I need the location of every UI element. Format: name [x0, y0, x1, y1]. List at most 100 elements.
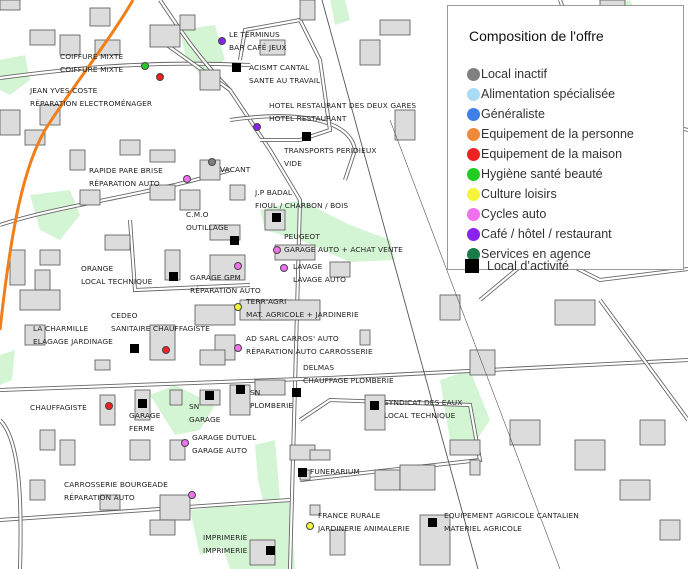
local-activite-marker[interactable] — [230, 236, 239, 245]
legend-item: Equipement de la personne — [467, 124, 634, 144]
place-activity: RÉPARATION AUTO — [190, 285, 261, 295]
place-name: SYNDICAT DES EAUX — [384, 398, 463, 407]
place-activity: LOCAL TECHNIQUE — [81, 276, 153, 286]
offer-marker[interactable] — [253, 123, 261, 131]
legend-item: Culture loisirs — [467, 184, 557, 204]
building — [374, 469, 401, 491]
circle-icon — [467, 227, 480, 241]
local-activite-marker[interactable] — [232, 63, 241, 72]
place-activity: FERME — [129, 423, 155, 433]
offer-marker[interactable] — [234, 303, 242, 311]
black-square-icon — [465, 259, 479, 273]
building — [24, 324, 46, 346]
place-activity: RÉPARATION AUTO — [64, 492, 135, 502]
local-activite-marker[interactable] — [169, 272, 178, 281]
building — [299, 0, 316, 21]
legend-item: Alimentation spécialisée — [467, 84, 615, 104]
local-activite-marker[interactable] — [370, 401, 379, 410]
place-label: CHAUFFAGISTE — [30, 402, 87, 415]
local-activite-marker[interactable] — [236, 385, 245, 394]
building — [394, 109, 416, 141]
building — [9, 249, 26, 286]
building — [99, 394, 116, 426]
place-name: VACANT — [220, 165, 251, 174]
building — [254, 379, 286, 396]
legend-item-local-activite: Local d’activité — [465, 256, 569, 276]
offer-marker[interactable] — [141, 62, 149, 70]
local-activite-marker[interactable] — [130, 344, 139, 353]
local-activite-marker[interactable] — [292, 388, 301, 397]
offer-marker[interactable] — [162, 346, 170, 354]
place-label: GARAGE FERME — [129, 410, 161, 435]
building — [169, 389, 183, 406]
place-name: JEAN YVES COSTE — [30, 86, 98, 95]
road — [0, 419, 22, 569]
local-activite-marker[interactable] — [272, 213, 281, 222]
offer-marker[interactable] — [234, 262, 242, 270]
offer-marker[interactable] — [105, 402, 113, 410]
local-activite-marker[interactable] — [138, 399, 147, 408]
legend-label: Café / hôtel / restaurant — [481, 227, 612, 241]
local-activite-marker[interactable] — [428, 518, 437, 527]
green-area — [330, 0, 350, 25]
local-activite-marker[interactable] — [205, 391, 214, 400]
offer-marker[interactable] — [188, 491, 196, 499]
place-name: IMPRIMERIE — [203, 533, 248, 542]
place-label: LA CHARMILLE ELAGAGE JARDINAGE — [33, 323, 113, 348]
place-activity: ELAGAGE JARDINAGE — [33, 336, 113, 346]
road — [128, 219, 251, 292]
road — [0, 62, 251, 80]
place-name: PEUGEOT — [284, 232, 320, 241]
local-activite-marker[interactable] — [302, 132, 311, 141]
legend-label: Hygiène santé beauté — [481, 167, 603, 181]
place-activity: PLOMBERIE — [250, 400, 294, 410]
offer-marker[interactable] — [181, 439, 189, 447]
offer-marker[interactable] — [273, 246, 281, 254]
offer-marker[interactable] — [183, 175, 191, 183]
legend-item: Cycles auto — [467, 204, 546, 224]
circle-icon — [467, 67, 480, 81]
building — [259, 299, 321, 321]
place-name: LA CHARMILLE — [33, 324, 89, 333]
place-label: PEUGEOT GARAGE AUTO + ACHAT VENTE — [284, 231, 403, 256]
local-activite-marker[interactable] — [266, 546, 275, 555]
building — [179, 189, 201, 211]
building — [619, 479, 651, 501]
building — [469, 459, 481, 476]
legend-title: Composition de l'offre — [469, 28, 604, 44]
green-area — [260, 200, 395, 262]
place-activity: GARAGE AUTO + ACHAT VENTE — [284, 244, 403, 254]
place-name: GARAGE — [129, 411, 161, 420]
legend-label: Local d’activité — [487, 259, 569, 273]
legend-item: Services en agence — [467, 244, 591, 264]
circle-icon — [467, 127, 480, 141]
circle-icon — [467, 167, 480, 181]
offer-marker[interactable] — [306, 522, 314, 530]
circle-icon — [467, 207, 480, 221]
place-name: CARROSSERIE BOURGEADE — [64, 480, 168, 489]
offer-marker[interactable] — [156, 73, 164, 81]
offer-marker[interactable] — [280, 264, 288, 272]
building — [149, 24, 181, 48]
offer-marker[interactable] — [234, 344, 242, 352]
building — [149, 519, 176, 536]
offer-marker[interactable] — [208, 158, 216, 166]
local-activite-marker[interactable] — [298, 468, 307, 477]
offer-marker[interactable] — [218, 37, 226, 45]
road — [159, 0, 231, 91]
place-activity: COIFFURE MIXTE — [60, 64, 124, 74]
building — [104, 234, 131, 251]
building — [39, 104, 61, 126]
